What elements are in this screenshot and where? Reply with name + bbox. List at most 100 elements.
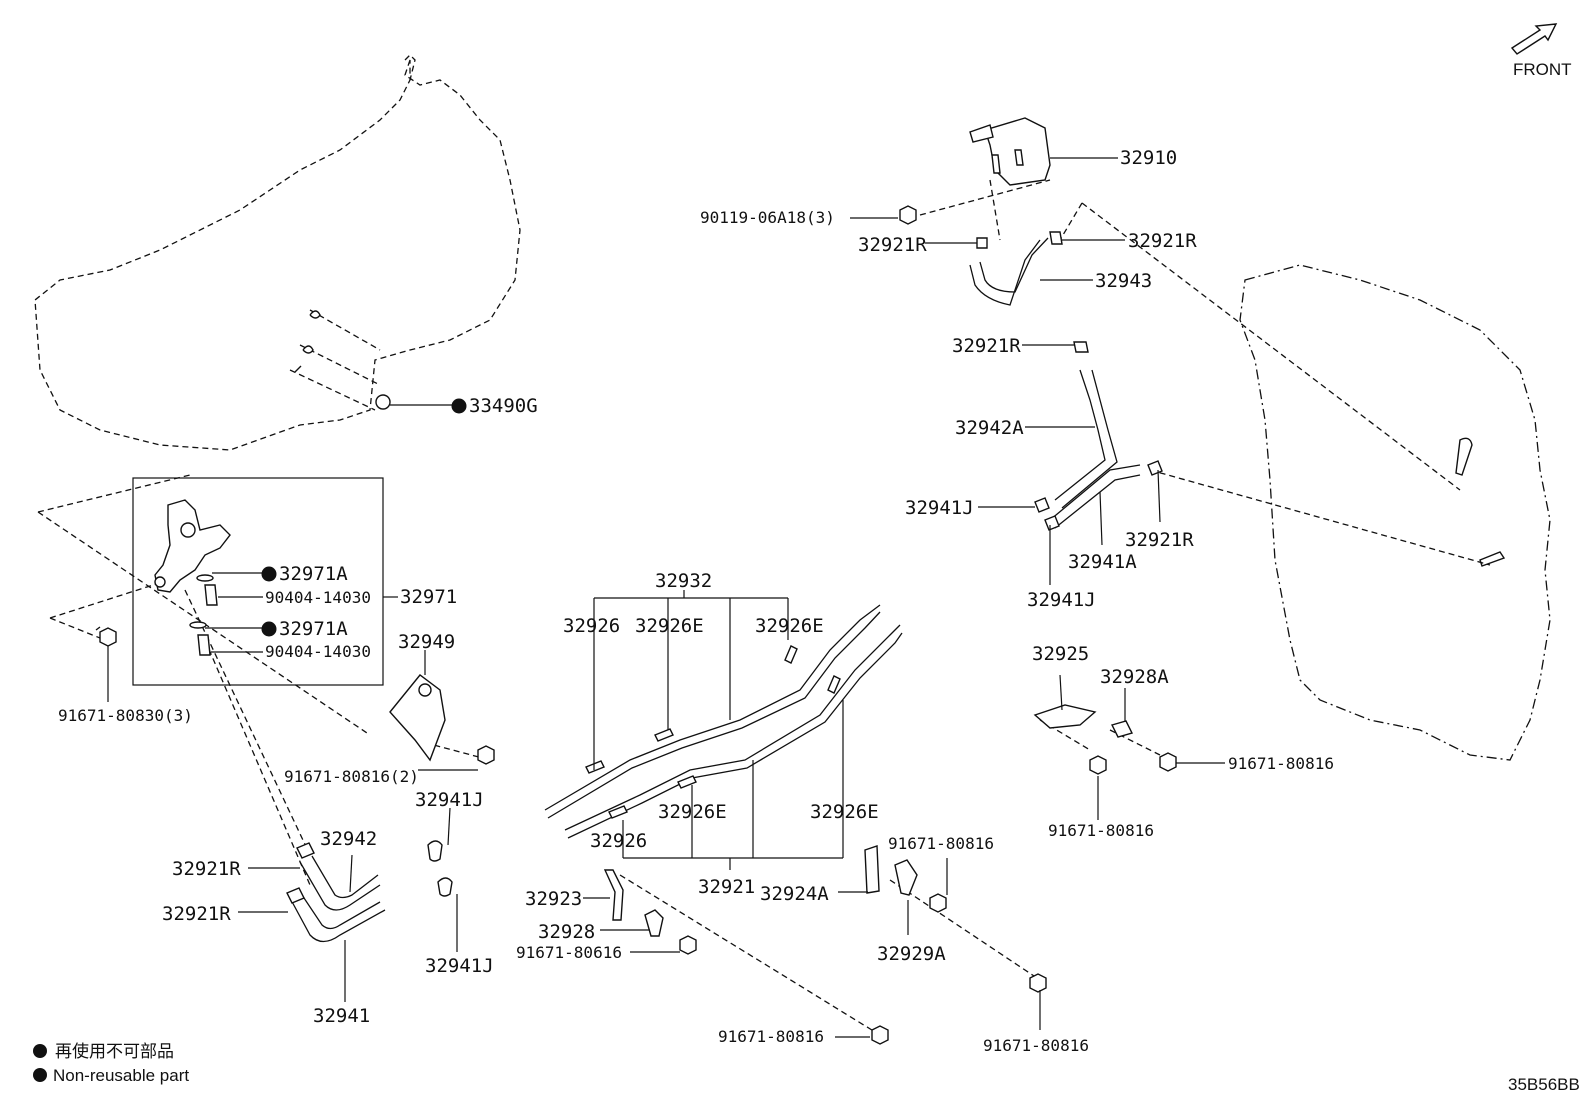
- clip-32941J-left-lower: [437, 877, 453, 897]
- label-32949: 32949: [398, 631, 455, 653]
- ref-line-32929A-bolt: [889, 879, 1041, 981]
- label-91671-80816-e: 91671-80816: [1048, 821, 1154, 840]
- bolt-icon: [679, 935, 697, 955]
- hose-32941A: [1049, 464, 1141, 529]
- bolt-icon: [871, 1025, 889, 1045]
- leader-lines: [107, 157, 1225, 1038]
- clamp-32928A: [1110, 720, 1134, 738]
- bolt-icon: [929, 893, 947, 913]
- label-32924A: 32924A: [760, 883, 829, 905]
- label-32926E-b: 32926E: [755, 615, 824, 637]
- engine-pipe-bottom: [1479, 551, 1506, 567]
- label-32941J-c: 32941J: [415, 789, 484, 811]
- front-arrow-icon: [1510, 23, 1558, 55]
- label-32926-a: 32926: [563, 615, 620, 637]
- front-label: FRONT: [1513, 60, 1572, 79]
- label-32941A: 32941A: [1068, 551, 1137, 573]
- engine-outline: [1239, 264, 1551, 761]
- non-reusable-markers: [33, 398, 467, 1082]
- ref-line-32923-bolt: [619, 874, 881, 1036]
- label-91671-80816-a: 91671-80816: [718, 1027, 824, 1046]
- clamp-32921R-left-a: [296, 842, 315, 859]
- label-91671-80830: 91671-80830(3): [58, 706, 193, 725]
- label-32971A-b: 32971A: [279, 618, 348, 640]
- hose-32941: [289, 891, 386, 943]
- bolt-icon: [95, 626, 117, 647]
- label-32921R-e: 32921R: [172, 858, 241, 880]
- label-32941J-a: 32941J: [905, 497, 974, 519]
- clip-32941J-right-lower: [1044, 515, 1060, 531]
- label-32926E-c: 32926E: [658, 801, 727, 823]
- label-32925: 32925: [1032, 643, 1089, 665]
- oring-33490G: [375, 394, 391, 410]
- label-32971A-a: 32971A: [279, 563, 348, 585]
- label-32921R-d: 32921R: [1125, 529, 1194, 551]
- bracket-32929A: [894, 859, 918, 896]
- clamp-32921R-left-b: [286, 887, 305, 904]
- label-32928A: 32928A: [1100, 666, 1169, 688]
- ref-line-32910: [919, 179, 1051, 241]
- bracket-32924A: [864, 845, 880, 894]
- clamp-32921R-hose-32943: [1049, 231, 1063, 245]
- legend-english: Non-reusable part: [53, 1066, 189, 1085]
- label-32971: 32971: [400, 586, 457, 608]
- clip-32941J-right-upper: [1034, 497, 1050, 513]
- ref-line-32943-engine: [1059, 202, 1461, 491]
- label-32926E-a: 32926E: [635, 615, 704, 637]
- label-32941J-d: 32941J: [425, 955, 494, 977]
- bracket-32923: [603, 869, 624, 921]
- label-32942: 32942: [320, 828, 377, 850]
- label-91671-80816-b: 91671-80816: [888, 834, 994, 853]
- label-32928: 32928: [538, 921, 595, 943]
- label-32926E-d: 32926E: [810, 801, 879, 823]
- bolt-icon: [1089, 755, 1107, 775]
- legend-japanese: 再使用不可部品: [55, 1041, 174, 1062]
- label-32942A: 32942A: [955, 417, 1024, 439]
- reservoir-tank-32910: [969, 117, 1051, 186]
- union-90404-lower: [197, 634, 211, 656]
- oring-32971A-upper: [196, 574, 214, 582]
- transmission-port-leaders: [289, 309, 381, 411]
- label-90404-14030-a: 90404-14030: [265, 588, 371, 607]
- transmission-dipstick: [404, 54, 416, 81]
- label-32943: 32943: [1095, 270, 1152, 292]
- bracket-32925: [1033, 704, 1097, 729]
- clip-32941J-left-upper: [427, 840, 443, 862]
- label-32921R-c: 32921R: [952, 335, 1021, 357]
- label-32910: 32910: [1120, 147, 1177, 169]
- bracket-32928: [644, 909, 664, 937]
- label-91671-80816-d: 91671-80816: [1228, 754, 1334, 773]
- label-91671-80616: 91671-80616: [516, 943, 622, 962]
- transmission-ports: [294, 310, 321, 373]
- label-90119-06A18: 90119-06A18(3): [700, 208, 835, 227]
- label-91671-80816-2: 91671-80816(2): [284, 767, 419, 786]
- label-32929A: 32929A: [877, 943, 946, 965]
- label-33490G: 33490G: [469, 395, 538, 417]
- ref-line-32921R-engine: [1149, 469, 1491, 566]
- transmission-outline: [34, 59, 521, 451]
- label-32921R-a: 32921R: [858, 234, 927, 256]
- bolt-icon: [477, 745, 495, 765]
- label-32941J-b: 32941J: [1027, 589, 1096, 611]
- oring-32971A-lower: [189, 621, 207, 629]
- clamp-32921R-tank: [976, 237, 988, 249]
- bracket-32949: [389, 674, 446, 762]
- engine-pipe-top: [1455, 437, 1473, 476]
- label-91671-80816-c: 91671-80816: [983, 1036, 1089, 1055]
- label-32923: 32923: [525, 888, 582, 910]
- pipe-sleeves: [585, 645, 841, 819]
- clamp-32921R-top: [1073, 341, 1089, 353]
- valve-body-32971: [154, 499, 231, 593]
- ref-line-valve-upper: [37, 474, 371, 736]
- ref-line-hose-32942: [184, 589, 311, 886]
- label-32921: 32921: [698, 876, 755, 898]
- diagram-code: 35B56BB: [1508, 1075, 1580, 1094]
- label-32921R-f: 32921R: [162, 903, 231, 925]
- label-32941: 32941: [313, 1005, 370, 1027]
- label-32921R-b: 32921R: [1128, 230, 1197, 252]
- label-32926-b: 32926: [590, 830, 647, 852]
- bolt-icon: [1029, 973, 1047, 993]
- bolt-icon: [1159, 752, 1177, 772]
- ref-line-valve-lower: [49, 577, 176, 641]
